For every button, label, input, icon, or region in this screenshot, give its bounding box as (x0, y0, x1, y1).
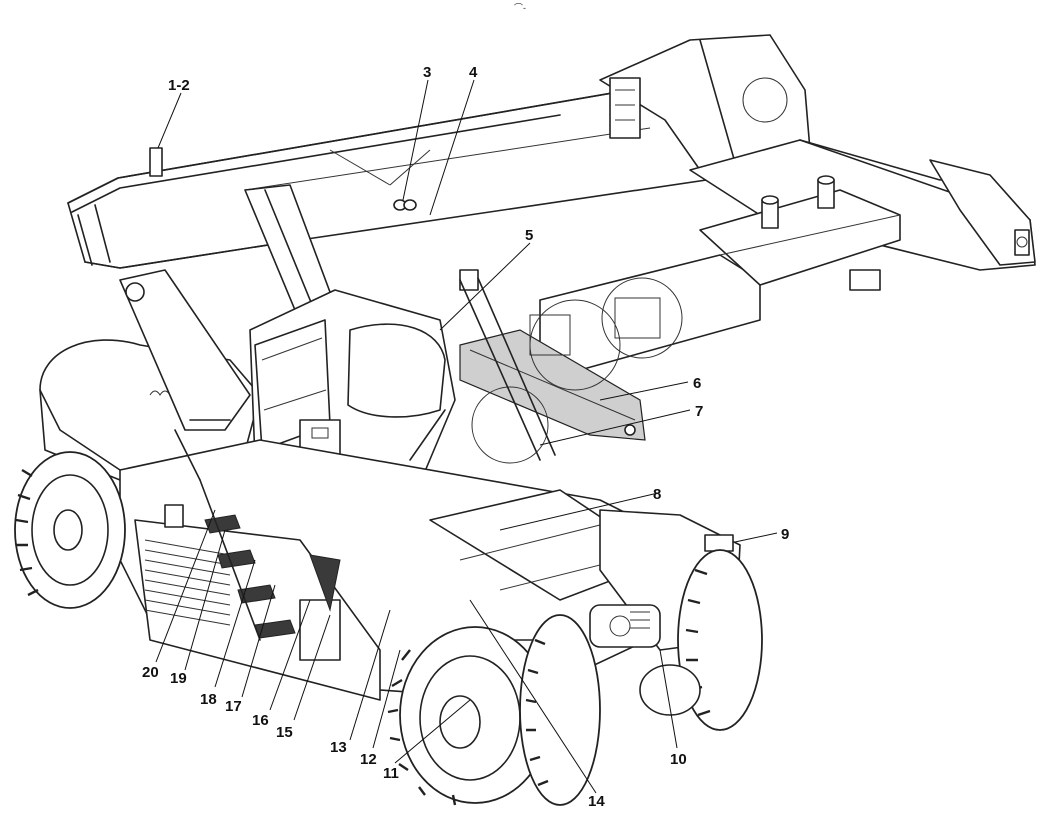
callout-1-2: 1-2 (168, 77, 190, 94)
callout-18: 18 (200, 691, 217, 708)
callout-11: 11 (383, 765, 399, 782)
callout-7: 7 (695, 403, 703, 420)
target-circles (471, 277, 683, 464)
callout-14: 14 (588, 793, 605, 810)
callout-20: 20 (142, 664, 159, 681)
top-mark: ⌒- (514, 3, 526, 13)
front-wheel-right (519, 549, 763, 806)
callout-10: 10 (670, 751, 687, 768)
callout-17: 17 (225, 698, 242, 715)
callout-13: 13 (330, 739, 347, 756)
rear-wheels (14, 451, 126, 609)
callout-19: 19 (170, 670, 187, 687)
leader-lines (155, 79, 778, 794)
callout-4: 4 (469, 64, 478, 81)
callout-16: 16 (252, 712, 269, 729)
callout-6: 6 (693, 375, 701, 392)
spreader (459, 139, 1036, 441)
callout-5: 5 (525, 227, 533, 244)
callout-15: 15 (276, 724, 293, 741)
callout-3: 3 (423, 64, 431, 81)
callout-12: 12 (360, 751, 377, 768)
callouts: 1-2 3 4 5 6 7 8 9 10 11 12 13 14 15 16 1… (142, 64, 789, 810)
callout-9: 9 (781, 526, 789, 543)
access-steps (174, 419, 296, 641)
boom (67, 34, 811, 269)
front-wheel-left (387, 626, 551, 806)
callout-8: 8 (653, 486, 661, 503)
